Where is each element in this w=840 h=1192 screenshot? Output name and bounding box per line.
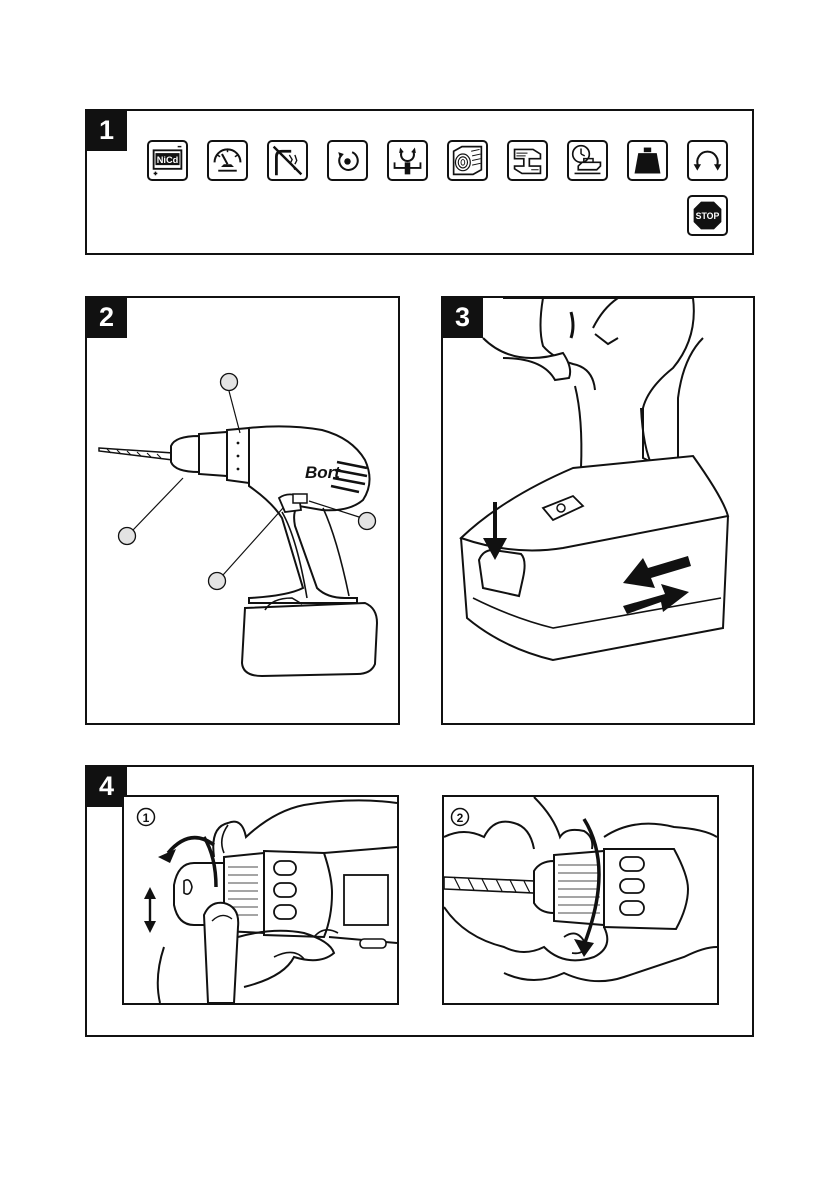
charge-time-icon [567,140,608,181]
nicd-battery-icon: NiCd [147,140,188,181]
battery-removal-illustration [443,298,753,723]
steel-beam-icon [507,140,548,181]
figure-4-panel: 4 1 [85,765,754,1037]
step-2-label: 2 [457,811,464,825]
bit-insert-illustration: 2 [444,797,717,1003]
wood-icon [447,140,488,181]
stop-icon: STOP [687,195,728,236]
reverse-rotation-icon [687,140,728,181]
speedometer-icon [207,140,248,181]
step-1-label: 1 [143,811,150,825]
figure-1-panel: 1 NiCd [85,109,754,255]
brand-logo: Bort [305,463,341,482]
step-1-frame: 1 [122,795,399,1005]
weight-icon [627,140,668,181]
chuck-tighten-illustration: 1 [124,797,397,1003]
figure-4-number: 4 [86,766,127,807]
no-water-icon [267,140,308,181]
figure-2-panel: 2 Bort [85,296,400,725]
rotation-direction-icon [327,140,368,181]
figure-1-number: 1 [86,110,127,151]
figure-3-panel: 3 [441,296,755,725]
stop-label: STOP [696,211,720,221]
drill-side-view-illustration: Bort [87,298,398,723]
torque-clutch-icon [387,140,428,181]
nicd-label: NiCd [157,155,179,165]
step-2-frame: 2 [442,795,719,1005]
